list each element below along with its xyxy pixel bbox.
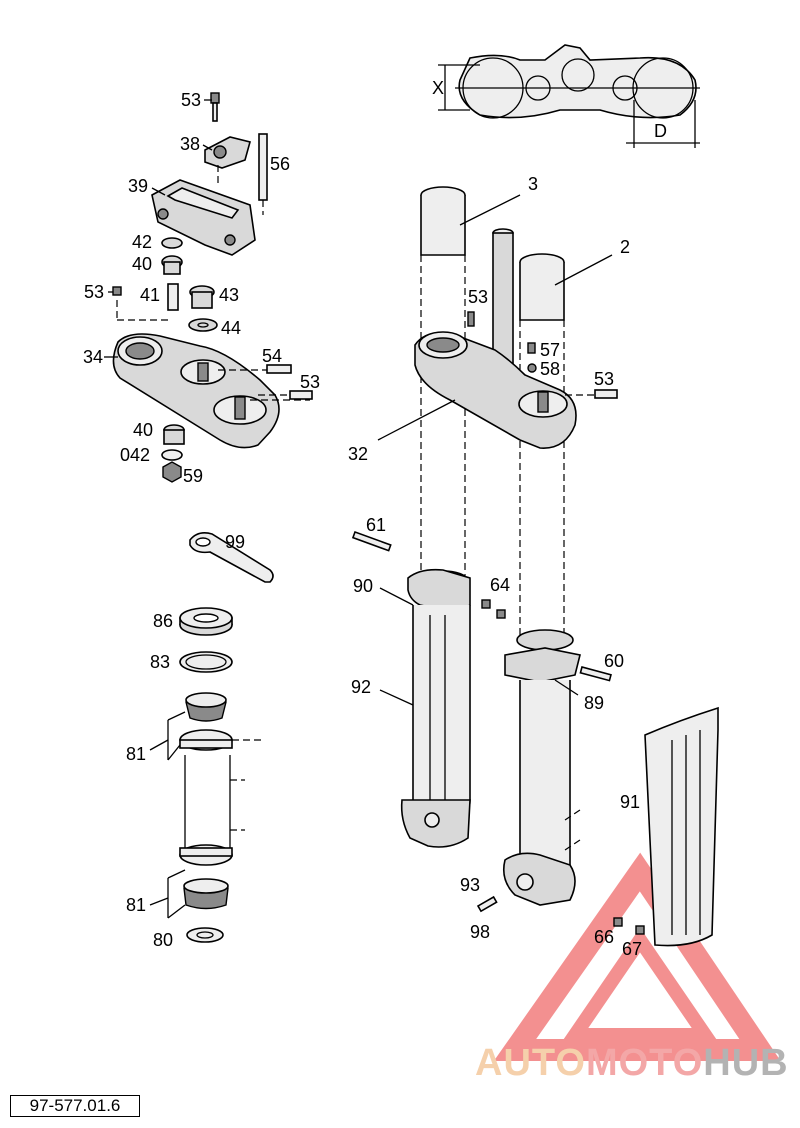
callout: 64 <box>490 575 510 595</box>
spanner-tool <box>189 532 274 583</box>
leader-lines <box>104 99 613 906</box>
callout: 91 <box>620 792 640 812</box>
callout: 42 <box>132 232 152 252</box>
callout: 66 <box>594 927 614 947</box>
callout: 98 <box>470 922 490 942</box>
callout: 41 <box>140 285 160 305</box>
callout: 53 <box>181 90 201 110</box>
callout: 67 <box>622 939 642 959</box>
callout: 44 <box>221 318 241 338</box>
callout: 59 <box>183 466 203 486</box>
callout: 53 <box>300 372 320 392</box>
diagram-reference-number: 97-577.01.6 <box>10 1095 140 1117</box>
callout: 34 <box>83 347 103 367</box>
callout: 80 <box>153 930 173 950</box>
callout: 60 <box>604 651 624 671</box>
callout: 40 <box>133 420 153 440</box>
callout: 2 <box>620 237 630 257</box>
dimension-sketch: X D <box>432 44 700 148</box>
callout: 99 <box>225 532 245 552</box>
callout: 90 <box>353 576 373 596</box>
watermark-part2: MOTO <box>586 1042 703 1084</box>
callout: 86 <box>153 611 173 631</box>
callout: 93 <box>460 875 480 895</box>
fork-assembly <box>351 186 719 947</box>
callout: 53 <box>84 282 104 302</box>
callout: 042 <box>120 445 150 465</box>
dim-x-label: X <box>432 78 444 98</box>
callout: 3 <box>528 174 538 194</box>
callout: 40 <box>132 254 152 274</box>
dim-d-label: D <box>654 121 667 141</box>
watermark: AUTOMOTOHUB <box>475 852 789 1084</box>
callout: 81 <box>126 895 146 915</box>
callout: 92 <box>351 677 371 697</box>
callout: 61 <box>366 515 386 535</box>
callout: 53 <box>594 369 614 389</box>
handlebar-clamp-group <box>112 92 313 483</box>
callout: 58 <box>540 359 560 379</box>
steering-bearing-stack <box>167 607 262 943</box>
svg-text:AUTOMOTOHUB: AUTOMOTOHUB <box>475 1042 789 1084</box>
watermark-part3: HUB <box>703 1042 788 1084</box>
callout: 56 <box>270 154 290 174</box>
callout: 83 <box>150 652 170 672</box>
callout: 53 <box>468 287 488 307</box>
callout: 39 <box>128 176 148 196</box>
callout-labels: 53 38 56 39 42 40 53 41 43 44 34 54 53 4… <box>83 90 642 959</box>
callout: 38 <box>180 134 200 154</box>
callout: 54 <box>262 346 282 366</box>
watermark-triangle-icon <box>493 852 781 1061</box>
callout: 32 <box>348 444 368 464</box>
callout: 89 <box>584 693 604 713</box>
callout: 43 <box>219 285 239 305</box>
watermark-part1: AUTO <box>475 1042 586 1084</box>
callout: 57 <box>540 340 560 360</box>
callout: 81 <box>126 744 146 764</box>
